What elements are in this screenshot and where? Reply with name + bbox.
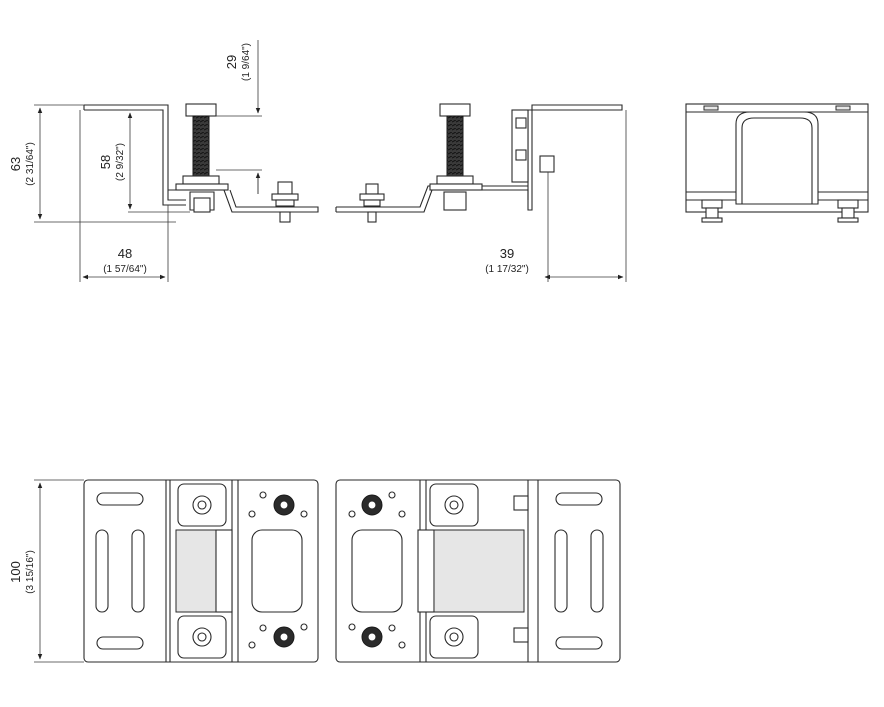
bracket-profile (84, 104, 186, 201)
vertical-bracket (527, 104, 623, 211)
dim-39-inch: (1 17/32") (485, 264, 529, 275)
side-view-left (83, 103, 319, 223)
bolt-head (439, 103, 471, 117)
dim-48-mm: 48 (118, 246, 132, 261)
bolt-head (185, 103, 217, 117)
dimension-39: 39 (1 17/32") (485, 110, 627, 282)
dim-29-inch: (1 9/64") (241, 43, 252, 81)
dim-29-mm: 29 (224, 55, 239, 69)
dim-63-inch: (2 31/64") (25, 142, 36, 186)
dim-39-mm: 39 (500, 246, 514, 261)
dim-48-inch: (1 57/64") (103, 264, 147, 275)
dimension-63: 63 (2 31/64") (8, 104, 176, 223)
small-bolt-head (365, 183, 379, 195)
dimension-58: 58 (2 9/32") (98, 109, 190, 213)
dimension-48: 48 (1 57/64") (79, 110, 169, 282)
small-bolt-head (277, 181, 293, 195)
center-channel (735, 111, 819, 205)
dim-58-inch: (2 9/32") (115, 143, 126, 181)
top-view-left (83, 479, 319, 663)
dim-100-inch: (3 15/16") (25, 550, 36, 594)
front-view (685, 103, 869, 223)
dimension-100: 100 (3 15/16") (8, 479, 84, 663)
side-view-right (335, 103, 623, 223)
dimension-29: 29 (1 9/64") (224, 40, 261, 194)
dim-100-mm: 100 (8, 561, 23, 583)
top-view-right (335, 479, 621, 663)
dim-63-mm: 63 (8, 157, 23, 171)
dim-58-mm: 58 (98, 155, 113, 169)
